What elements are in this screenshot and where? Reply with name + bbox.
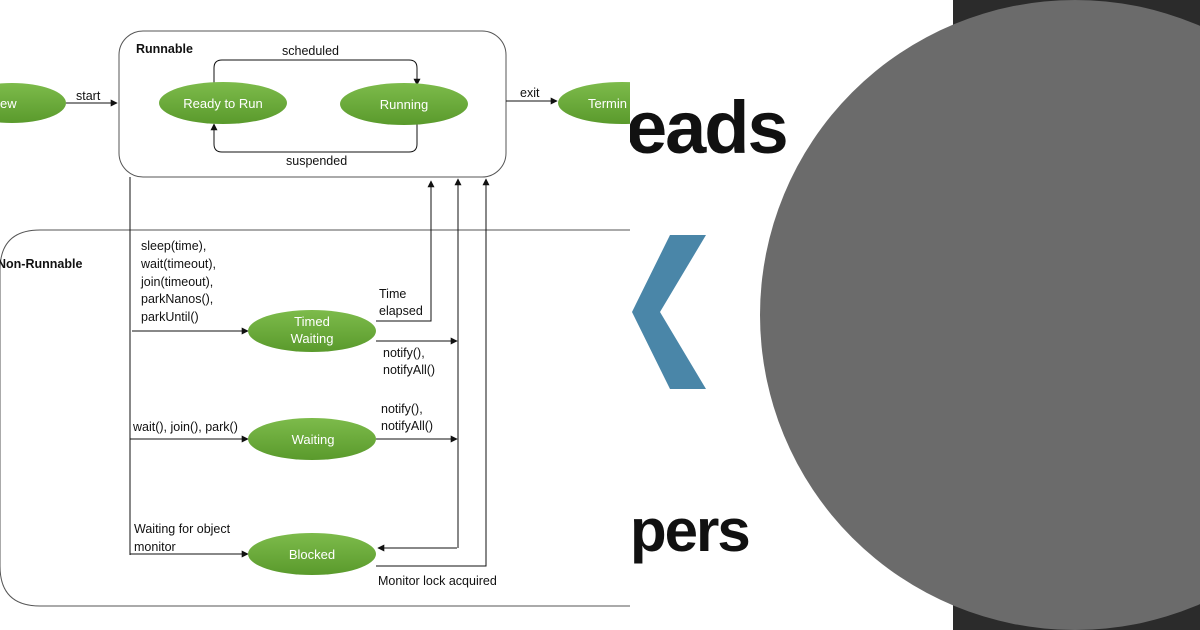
waiting-monitor-line-1: Waiting for object <box>134 522 231 536</box>
monitor-acquired-arrow <box>376 178 490 567</box>
state-running: Running <box>340 83 468 125</box>
scheduled-label: scheduled <box>282 44 339 58</box>
runnable-group-box <box>118 30 507 178</box>
time-elapsed-arrow <box>376 180 435 322</box>
time-elapsed-line-2: elapsed <box>379 304 423 318</box>
non-runnable-group-box <box>0 229 630 607</box>
state-terminated-label: Termin <box>588 96 627 111</box>
state-waiting-label: Waiting <box>292 432 335 447</box>
monitor-acquired-label: Monitor lock acquired <box>378 574 497 588</box>
notify-waiting-label: notify(), notifyAll() <box>381 402 433 433</box>
notify-timed-label: notify(), notifyAll() <box>383 346 435 377</box>
state-timed-waiting-line-2: Waiting <box>291 331 334 346</box>
title-fragment-bottom: pers <box>630 497 751 564</box>
timed-call-3: join(timeout), <box>140 275 213 289</box>
timed-call-4: parkNanos(), <box>141 292 213 306</box>
notify-waiting-line-1: notify(), <box>381 402 423 416</box>
suspended-arrow <box>210 122 418 153</box>
waiting-monitor-label: Waiting for object monitor <box>134 522 234 554</box>
suspended-label: suspended <box>286 154 347 168</box>
state-terminated: Termin <box>558 82 630 124</box>
state-timed-waiting: Timed Waiting <box>248 310 376 352</box>
state-running-label: Running <box>380 97 428 112</box>
runnable-label: Runnable <box>136 42 193 56</box>
non-runnable-label: Non-Runnable <box>0 257 82 271</box>
timed-call-2: wait(timeout), <box>140 257 216 271</box>
notify-timed-line-1: notify(), <box>383 346 425 360</box>
state-ready-label: Ready to Run <box>183 96 263 111</box>
state-waiting: Waiting <box>248 418 376 460</box>
state-ready-to-run: Ready to Run <box>159 82 287 124</box>
thread-state-diagram: Runnable Non-Runnable start scheduled su… <box>0 30 630 607</box>
state-blocked: Blocked <box>248 533 376 575</box>
state-new-label: ew <box>0 96 17 111</box>
timed-calls-label: sleep(time), wait(timeout), join(timeout… <box>140 239 220 324</box>
exit-label: exit <box>520 86 540 100</box>
timed-call-5: parkUntil() <box>141 310 199 324</box>
scheduled-arrow <box>213 59 421 88</box>
start-label: start <box>76 89 101 103</box>
state-new: ew <box>0 83 66 123</box>
state-blocked-label: Blocked <box>289 547 335 562</box>
state-timed-waiting-line-1: Timed <box>294 314 330 329</box>
waiting-monitor-line-2: monitor <box>134 540 176 554</box>
decorative-circle <box>760 0 1200 630</box>
time-elapsed-label: Time elapsed <box>379 287 423 318</box>
timed-call-1: sleep(time), <box>141 239 206 253</box>
notify-timed-line-2: notifyAll() <box>383 363 435 377</box>
title-fragment-top: eads <box>626 86 789 169</box>
notify-waiting-line-2: notifyAll() <box>381 419 433 433</box>
time-elapsed-line-1: Time <box>379 287 406 301</box>
wait-calls-label: wait(), join(), park() <box>132 420 238 434</box>
chevron-left-icon <box>632 235 706 389</box>
